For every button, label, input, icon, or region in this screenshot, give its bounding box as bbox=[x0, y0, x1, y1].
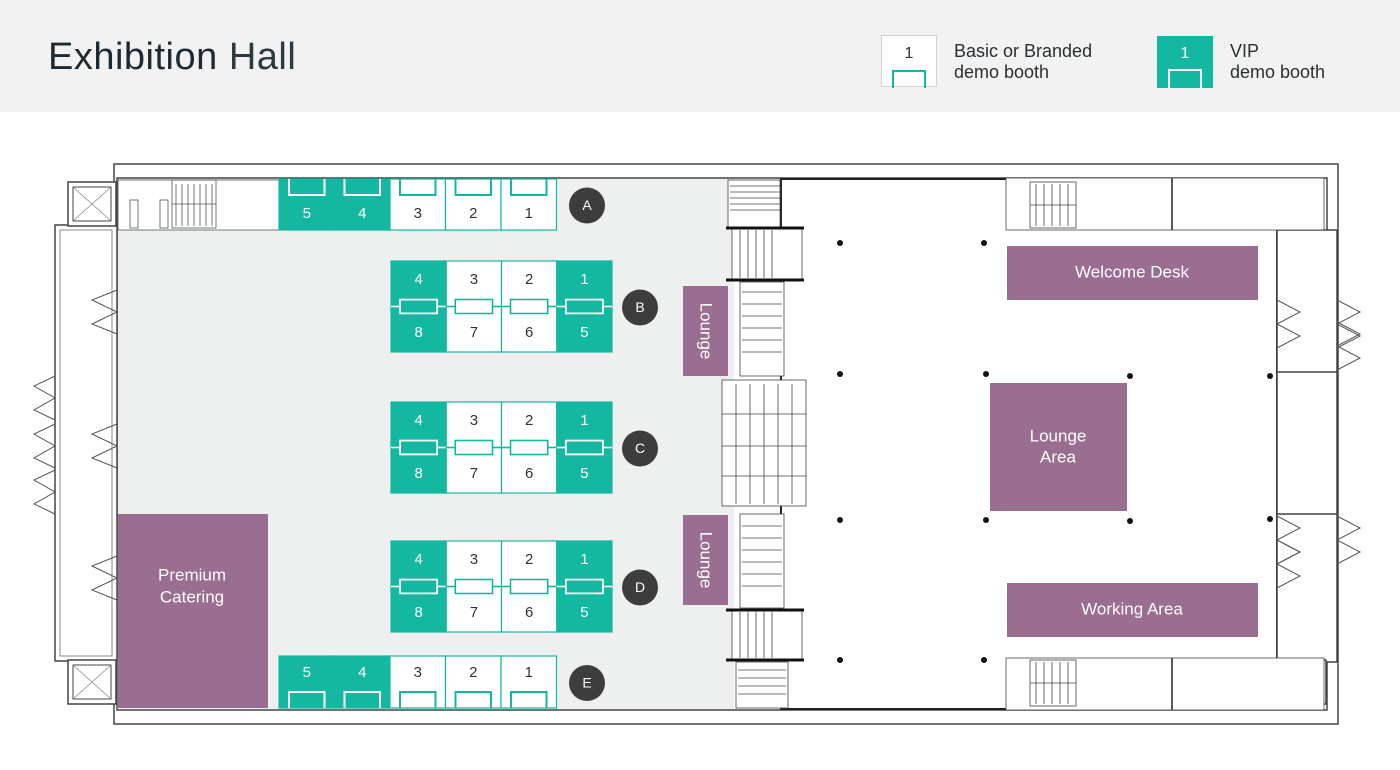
booth-C-8-label: 8 bbox=[414, 465, 422, 482]
booth-E-5-counter bbox=[288, 691, 326, 708]
booth-E-1-label: 1 bbox=[525, 664, 533, 681]
booth-B-5-label: 5 bbox=[580, 324, 588, 341]
booth-E-4-counter bbox=[343, 691, 381, 708]
row-badge-E bbox=[569, 665, 605, 701]
page-title: Exhibition Hall bbox=[48, 36, 296, 79]
booth-A-4-label: 4 bbox=[358, 205, 366, 222]
row-badge-C-label: C bbox=[635, 440, 645, 456]
legend-vip-number: 1 bbox=[1180, 45, 1190, 62]
booth-A-1-counter bbox=[510, 179, 548, 196]
header-bar: Exhibition Hall 1 Basic or Branded demo … bbox=[0, 0, 1400, 112]
booth-B-4-label: 4 bbox=[414, 271, 422, 288]
legend-basic-icon: 1 bbox=[881, 35, 937, 88]
row-badge-D-label: D bbox=[635, 579, 645, 595]
lounge-area-line2: Area bbox=[1040, 447, 1076, 466]
columns bbox=[837, 240, 1273, 663]
working-area bbox=[1007, 583, 1258, 637]
booth-D-7-label: 7 bbox=[470, 604, 478, 621]
lounge-area bbox=[990, 383, 1127, 511]
booth-C-1-label: 1 bbox=[580, 412, 588, 429]
booth-E-4-label: 4 bbox=[358, 664, 366, 681]
booth-E-2-label: 2 bbox=[469, 664, 477, 681]
legend-vip-line2: demo booth bbox=[1230, 62, 1326, 82]
booth-D-6-label: 6 bbox=[525, 604, 533, 621]
legend-vip-label: VIP demo booth bbox=[1230, 41, 1325, 83]
booth-D-1-label: 1 bbox=[580, 551, 588, 568]
booth-E-1-counter bbox=[510, 691, 548, 708]
legend-vip-icon: 1 bbox=[1157, 36, 1213, 88]
working-area-label: Working Area bbox=[1081, 599, 1183, 618]
row-badge-E-label: E bbox=[582, 675, 591, 691]
legend-basic-line2: demo booth bbox=[954, 62, 1050, 82]
booth-D-2-label: 2 bbox=[525, 551, 533, 568]
right-annex bbox=[1276, 229, 1338, 663]
booth-D-4-label: 4 bbox=[414, 551, 422, 568]
legend-basic-line1: Basic or Branded bbox=[954, 41, 1093, 61]
booth-E-3-counter bbox=[399, 691, 437, 708]
welcome-desk-label: Welcome Desk bbox=[1075, 262, 1189, 281]
booth-A-5-counter bbox=[288, 179, 326, 196]
booth-B-8-label: 8 bbox=[414, 324, 422, 341]
booth-B-1-label: 1 bbox=[580, 271, 588, 288]
booth-A-4-counter bbox=[343, 179, 381, 196]
welcome-desk bbox=[1007, 246, 1258, 300]
row-badge-D bbox=[622, 569, 658, 606]
page-title-bold: Exhibition bbox=[48, 36, 218, 78]
booth-A-3-counter bbox=[399, 179, 437, 196]
booth-A-3-label: 3 bbox=[414, 205, 422, 222]
lounge-bottom-label: Lounge bbox=[697, 532, 716, 589]
booth-B-2-label: 2 bbox=[525, 271, 533, 288]
booth-E-2-counter bbox=[454, 691, 492, 708]
booth-D-5-label: 5 bbox=[580, 604, 588, 621]
booth-C-3-label: 3 bbox=[470, 412, 478, 429]
right-doors bbox=[1275, 299, 1362, 589]
stairs-right bbox=[1005, 177, 1325, 711]
legend-vip-line1: VIP bbox=[1230, 41, 1260, 61]
left-annex-inner bbox=[59, 229, 113, 657]
lounge-top bbox=[683, 286, 728, 376]
booth-D-3-label: 3 bbox=[470, 551, 478, 568]
booth-A-5-label: 5 bbox=[303, 205, 311, 222]
premium-catering-line1: Premium bbox=[158, 565, 226, 584]
page-title-light: Hall bbox=[228, 36, 297, 78]
booth-B-7-label: 7 bbox=[470, 324, 478, 341]
booth-A-1-label: 1 bbox=[525, 205, 533, 222]
booth-E-5-label: 5 bbox=[303, 664, 311, 681]
booth-C-4-label: 4 bbox=[414, 412, 422, 429]
booth-E-3-label: 3 bbox=[414, 664, 422, 681]
booth-C-5-label: 5 bbox=[580, 465, 588, 482]
booth-B-6-label: 6 bbox=[525, 324, 533, 341]
lounge-area-line1: Lounge bbox=[1030, 426, 1087, 445]
booth-C-2-label: 2 bbox=[525, 412, 533, 429]
stairs-top-left bbox=[117, 179, 281, 231]
legend-basic-number: 1 bbox=[904, 45, 914, 62]
booth-A-2-label: 2 bbox=[469, 205, 477, 222]
left-annex bbox=[54, 224, 118, 662]
booth-A-2-counter bbox=[454, 179, 492, 196]
lounge-bottom bbox=[683, 515, 728, 605]
left-doors bbox=[32, 289, 119, 601]
row-badge-B-label: B bbox=[635, 299, 644, 315]
legend-basic-label: Basic or Branded demo booth bbox=[954, 41, 1092, 83]
lounge-top-label: Lounge bbox=[697, 303, 716, 360]
premium-catering bbox=[118, 514, 268, 708]
row-badge-A-label: A bbox=[582, 197, 592, 213]
booth-B-3-label: 3 bbox=[470, 271, 478, 288]
booth-C-7-label: 7 bbox=[470, 465, 478, 482]
central-stairs bbox=[721, 179, 807, 709]
premium-catering-line2: Catering bbox=[160, 587, 224, 606]
row-badge-C bbox=[622, 430, 658, 467]
row-badge-A bbox=[569, 187, 605, 224]
booth-C-6-label: 6 bbox=[525, 465, 533, 482]
booth-D-8-label: 8 bbox=[414, 604, 422, 621]
row-badge-B bbox=[622, 289, 658, 326]
